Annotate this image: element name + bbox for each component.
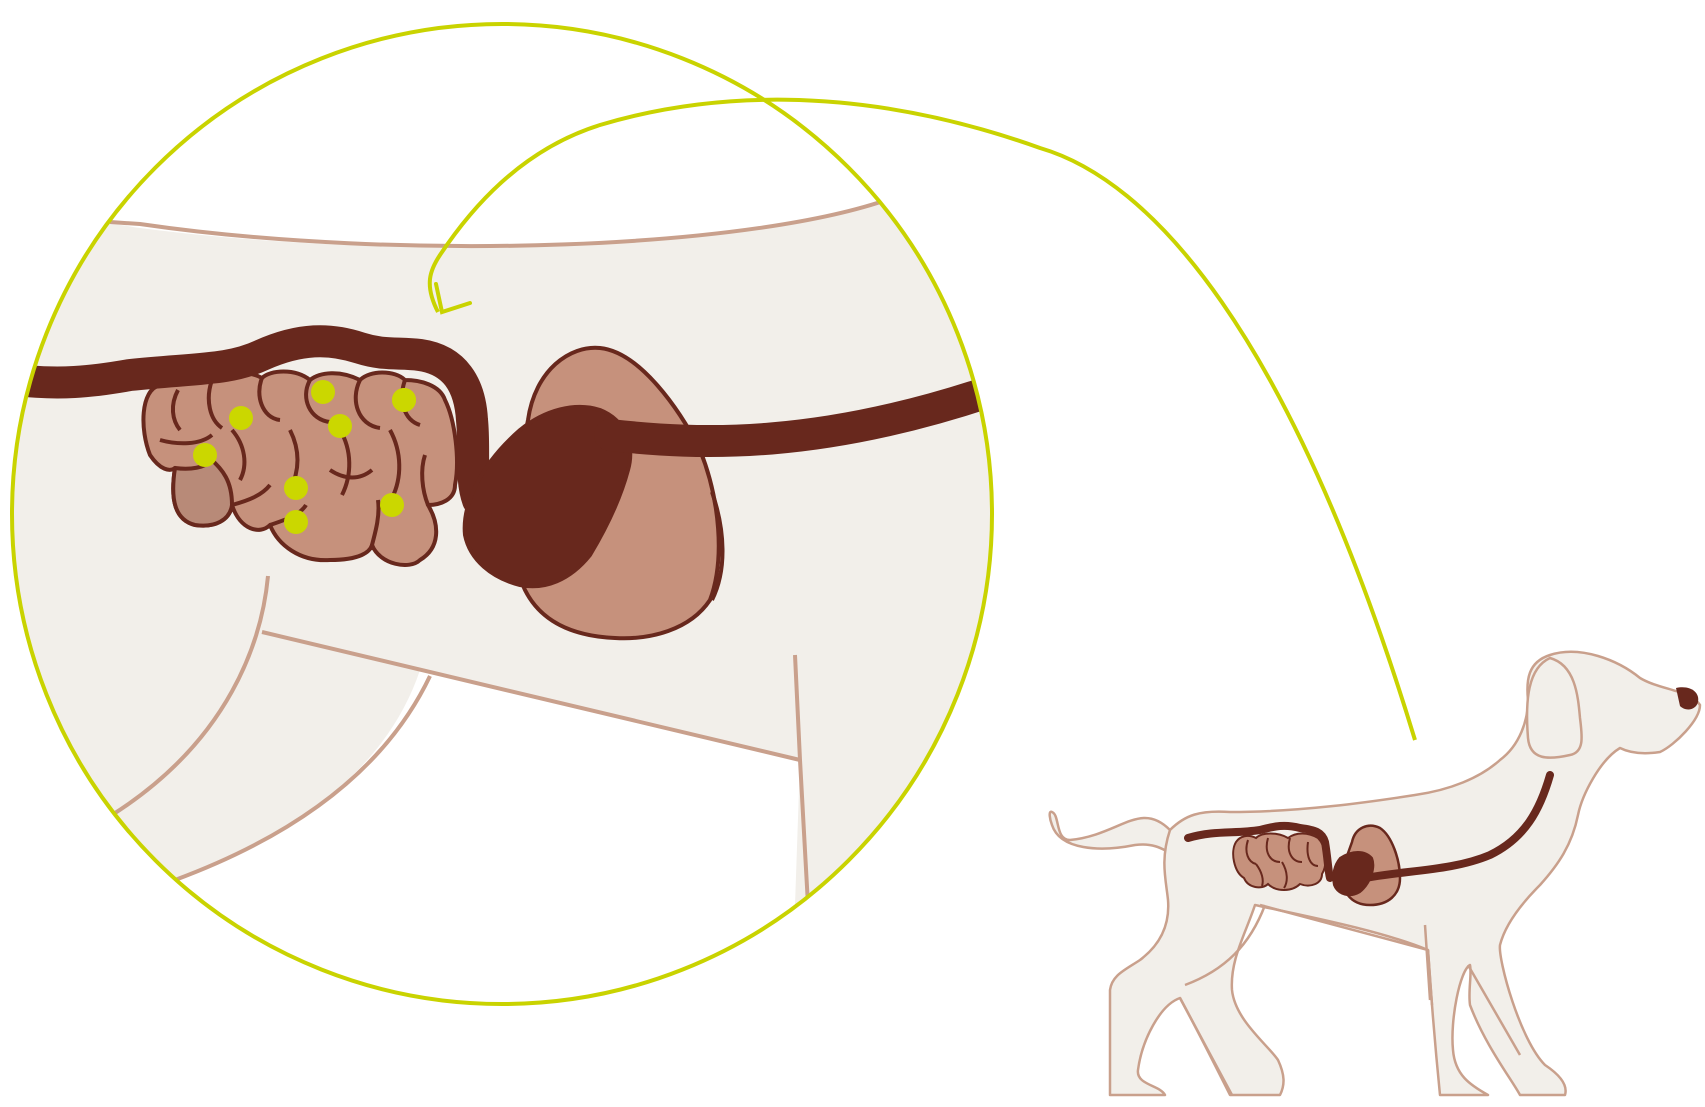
magnifier-circle: [10, 22, 994, 1006]
nutrient-dot: [193, 443, 217, 467]
magnified-stomach-outline: [710, 491, 725, 601]
magnified-belly-line: [261, 630, 801, 762]
magnified-view: [10, 22, 994, 1006]
nutrient-dot: [229, 406, 253, 430]
magnified-intestine-tube: [12, 325, 494, 516]
nutrient-dot: [328, 414, 352, 438]
nutrient-dot: [311, 380, 335, 404]
dog-stomach-chamber: [1332, 851, 1375, 897]
magnified-intestines: [141, 369, 459, 567]
magnified-stomach-chamber: [462, 405, 633, 589]
dog-illustration: [1048, 650, 1702, 1097]
nutrient-dot: [380, 493, 404, 517]
nutrient-dots: [193, 380, 416, 534]
curved-arrow-icon: [434, 282, 472, 315]
dog-digestive-tract: [1184, 771, 1554, 884]
dog-intestines: [1232, 832, 1327, 891]
nutrient-dot: [284, 476, 308, 500]
dog-tail: [1048, 810, 1180, 860]
magnified-hind-leg-line: [110, 575, 270, 817]
magnified-content: [12, 24, 992, 1004]
magnified-esophagus: [594, 372, 992, 458]
nutrient-dot: [392, 388, 416, 412]
magnified-hind-leg-front-line: [174, 675, 432, 882]
dog-leg-lines: [1178, 903, 1522, 1096]
dog-nose: [1676, 687, 1699, 710]
zoom-arrow: [427, 97, 1417, 741]
dog-ear: [1525, 656, 1583, 759]
nutrient-dot: [284, 510, 308, 534]
magnified-back-line: [109, 193, 901, 249]
zoom-connector-line: [427, 97, 1417, 741]
